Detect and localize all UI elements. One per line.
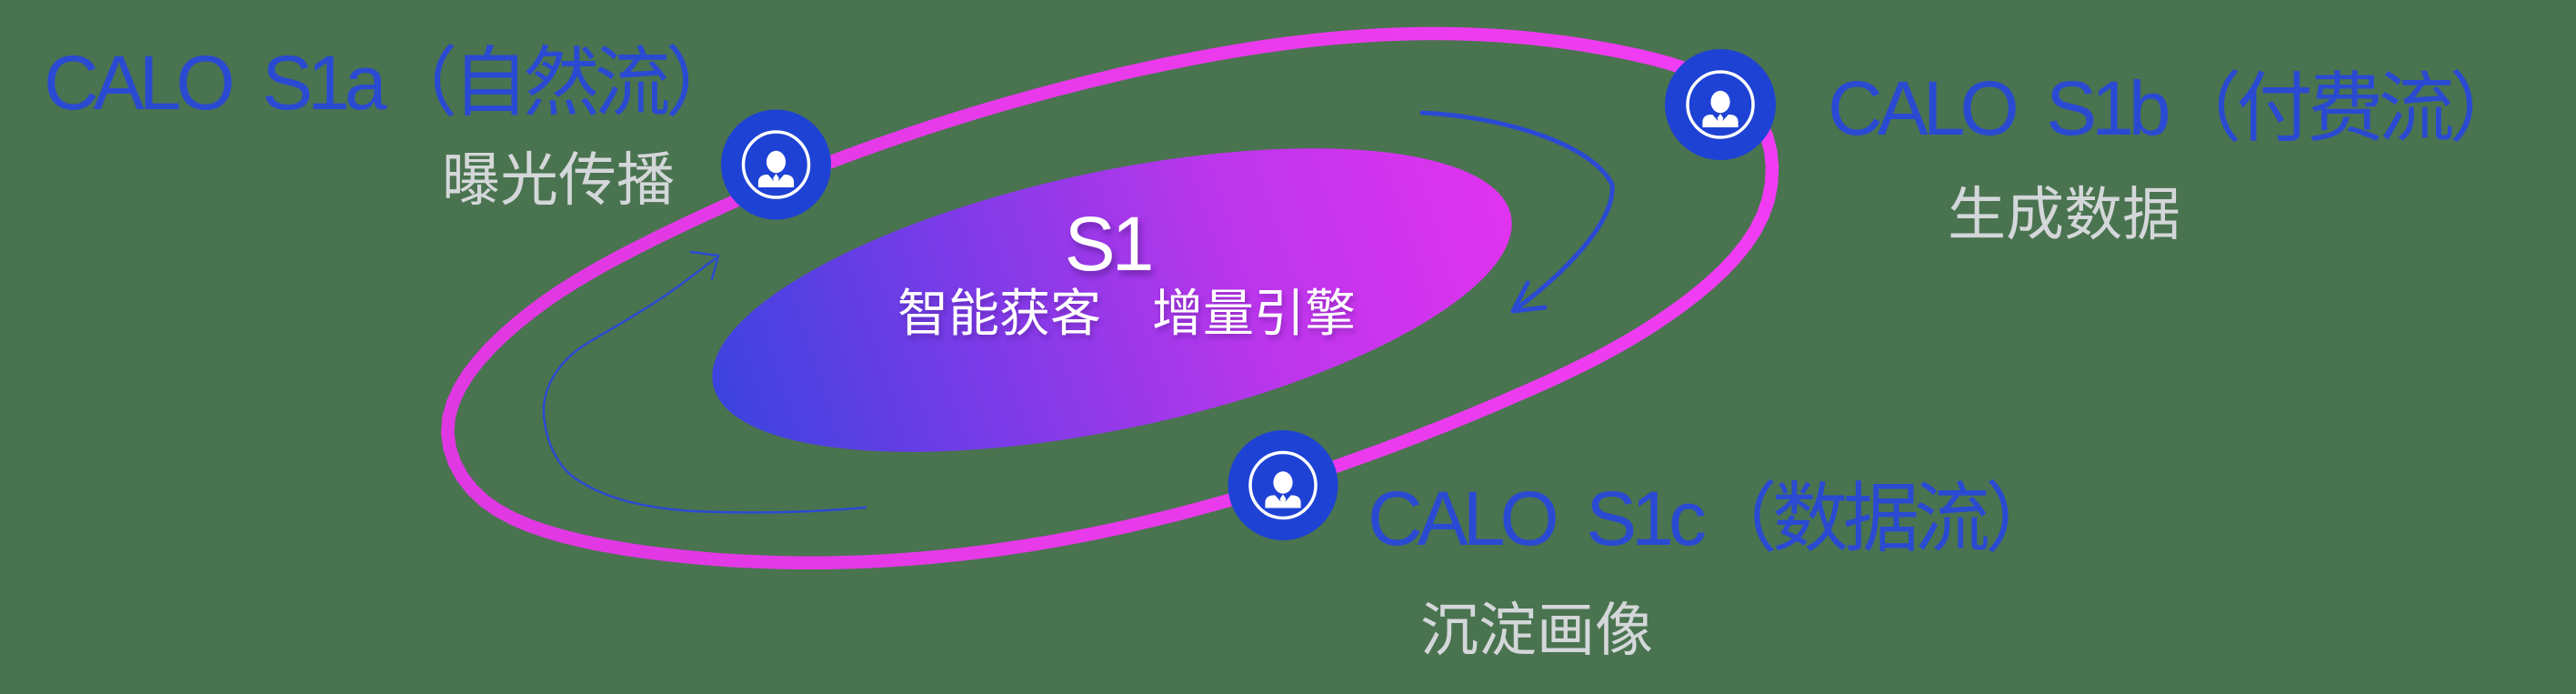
flow-arrow-left xyxy=(542,250,867,514)
flow-arrow-top xyxy=(1419,110,1615,314)
icon-border-circle xyxy=(1686,70,1755,139)
node-caption-s1b: 生成数据 xyxy=(1948,182,2180,247)
user-icon-s1a xyxy=(721,109,831,220)
node-label-s1b: CALO S1b（付费流） xyxy=(1828,65,2526,151)
node-label-s1a: CALO S1a（自然流） xyxy=(44,40,742,126)
node-caption-s1c: 沉淀画像 xyxy=(1420,598,1653,663)
user-icon-s1b xyxy=(1665,49,1776,160)
center-subtitle: 智能获客 增量引擎 xyxy=(897,285,1356,342)
orbit-ring xyxy=(441,26,1779,570)
node-caption-s1a: 曝光传播 xyxy=(442,147,675,213)
center-ellipse xyxy=(712,148,1512,452)
icon-border-circle xyxy=(1248,450,1318,520)
user-icon-s1c xyxy=(1228,430,1338,540)
icon-border-circle xyxy=(741,130,811,199)
center-title: S1 xyxy=(1064,201,1155,287)
node-label-s1c: CALO S1c（数据流） xyxy=(1368,476,2061,561)
